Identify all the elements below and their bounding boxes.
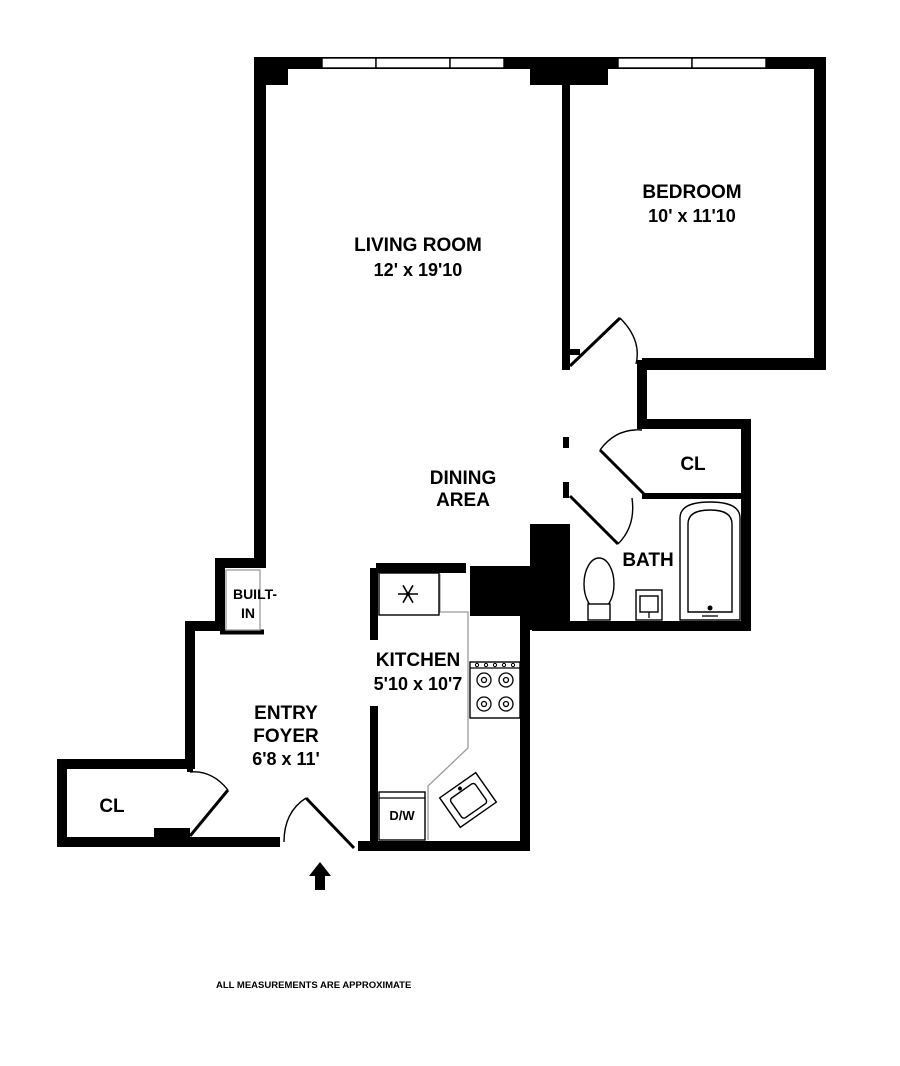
bath-door xyxy=(568,494,620,546)
entry-foyer-label-line1: ENTRY xyxy=(254,703,318,724)
structural-column-bath xyxy=(530,524,570,630)
doors xyxy=(188,316,646,850)
room-labels: LIVING ROOM 12' x 19'10 BEDROOM 10' x 11… xyxy=(99,182,741,823)
entry-arrow-icon xyxy=(309,862,331,890)
living-room-size: 12' x 19'10 xyxy=(374,260,463,280)
windows xyxy=(321,57,767,69)
kitchen-label: KITCHEN xyxy=(376,650,460,671)
front-door xyxy=(304,796,356,850)
walls xyxy=(57,57,826,851)
dishwasher xyxy=(378,791,426,841)
dining-area-label-line2: AREA xyxy=(436,490,490,511)
living-room-label: LIVING ROOM xyxy=(354,235,482,256)
corner-column-ne xyxy=(530,57,608,85)
entry-closet-label: CL xyxy=(99,796,125,817)
measurements-disclaimer: ALL MEASUREMENTS ARE APPROXIMATE xyxy=(216,980,411,991)
living-room-window-2 xyxy=(375,57,451,69)
built-in-cabinet xyxy=(225,569,261,631)
closet-door-swing xyxy=(599,429,643,451)
snowflake-icon xyxy=(398,584,418,604)
column-entry-closet xyxy=(154,828,190,846)
entry-foyer-size: 6'8 x 11' xyxy=(252,749,320,769)
entry-foyer-label-line2: FOYER xyxy=(253,726,319,747)
living-room-west-north-wall xyxy=(254,57,560,568)
closet-door xyxy=(598,448,646,496)
bedroom-door-swing xyxy=(619,317,638,365)
stove-knobs xyxy=(474,662,516,668)
entry-closet-door-swing xyxy=(189,771,229,791)
stove-burners xyxy=(476,672,514,712)
bedroom-label: BEDROOM xyxy=(642,182,741,203)
bath-door-swing xyxy=(617,497,634,545)
dishwasher-label: D/W xyxy=(389,808,415,823)
stove xyxy=(469,661,521,719)
kitchen-fixtures xyxy=(378,572,521,841)
kitchen-counter-outline xyxy=(427,574,469,840)
kitchen-east-south-wall xyxy=(358,612,530,851)
closet-bath-exterior-wall xyxy=(532,360,751,631)
bath-label: BATH xyxy=(622,550,673,571)
dining-area-label-line1: DINING xyxy=(430,468,497,489)
bathroom-sink xyxy=(635,589,663,621)
living-room-window-1 xyxy=(321,57,377,69)
entry-closet-door xyxy=(188,789,230,837)
entry-foyer-wall xyxy=(57,558,280,847)
corner-column-nw xyxy=(254,57,288,85)
toilet xyxy=(583,557,615,621)
kitchen-size: 5'10 x 10'7 xyxy=(374,674,463,694)
built-in-label-line2: IN xyxy=(241,605,255,621)
bath-fixtures xyxy=(583,501,741,621)
hall-closet-label: CL xyxy=(680,454,706,475)
bedroom-door xyxy=(568,316,622,368)
bedroom-size: 10' x 11'10 xyxy=(648,206,736,226)
built-in-label-line1: BUILT- xyxy=(233,586,277,602)
bedroom-window-1 xyxy=(617,57,693,69)
structural-column-kitchen xyxy=(470,566,536,616)
kitchen-sink xyxy=(438,771,498,829)
bedroom-window-2 xyxy=(691,57,767,69)
front-door-swing xyxy=(283,797,307,843)
living-room-window-3 xyxy=(449,57,505,69)
